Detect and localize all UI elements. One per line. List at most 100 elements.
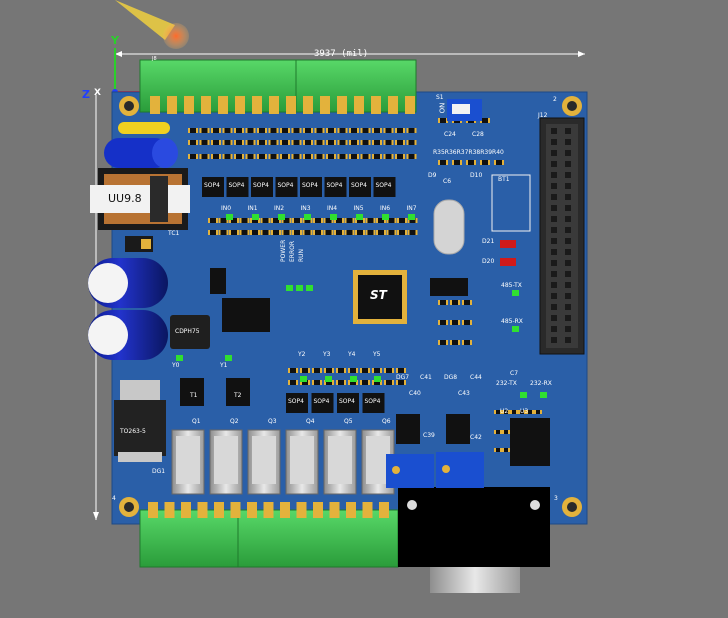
smd-pad (291, 128, 294, 133)
smd-pad (462, 320, 464, 325)
mcu-chip[interactable] (353, 270, 407, 324)
led-green (512, 326, 519, 332)
hole-label-3: 3 (554, 495, 558, 502)
smd-pad (281, 218, 284, 223)
header-pin (551, 128, 557, 134)
header-pin (565, 139, 571, 145)
axis-gizmo[interactable] (112, 48, 140, 95)
hole-label-4: 4 (112, 495, 116, 502)
potentiometers[interactable] (386, 452, 484, 488)
smd-resistor (386, 380, 392, 385)
smd-resistor (316, 154, 323, 159)
smd-pad (474, 160, 476, 165)
smd-pad (336, 368, 338, 373)
top-pin (167, 96, 177, 114)
smd-pad (392, 368, 394, 373)
smd-pad (349, 128, 351, 133)
smd-pad (407, 230, 410, 235)
smd-pad (406, 140, 409, 145)
smd-resistor (336, 230, 342, 235)
top-connector-pins (150, 96, 415, 114)
smd-pad (502, 410, 504, 414)
smd-resistor (536, 410, 540, 414)
header-j12[interactable] (539, 117, 585, 355)
capacitor-label: C24 (444, 131, 456, 138)
header-pin (551, 293, 557, 299)
header-pin (565, 282, 571, 288)
comm-label: 485-RX (501, 318, 523, 325)
smd-pad (311, 154, 313, 159)
smd-pad (348, 380, 350, 385)
led-green (520, 392, 527, 398)
smd-pad (229, 230, 231, 235)
header-pin (565, 205, 571, 211)
smd-pad (229, 218, 231, 223)
smd-pad (268, 128, 271, 133)
smd-resistor (409, 230, 416, 235)
sop4-label: SOP4 (228, 182, 245, 189)
bottom-terminal-connector[interactable] (139, 509, 399, 568)
bottom-pin (164, 502, 175, 518)
status-label: RUN (298, 248, 305, 262)
smd-resistor (362, 140, 369, 145)
smd-pad (342, 230, 344, 235)
smd-resistor (367, 218, 374, 223)
smd-pad (253, 140, 256, 145)
smd-resistor (305, 128, 311, 133)
smd-pad (234, 140, 236, 145)
smd-resistor (362, 128, 369, 133)
smd-pad (322, 140, 325, 145)
smd-pad (281, 230, 284, 235)
sop4-chip (349, 177, 371, 197)
smd-resistor (224, 140, 231, 145)
smd-pad (446, 340, 448, 345)
smd-pad (508, 430, 510, 434)
smd-pad (384, 368, 386, 373)
sop4-chip (226, 177, 249, 197)
header-pin (551, 172, 557, 178)
db9-connector[interactable] (398, 487, 550, 593)
x-axis-label: X (94, 88, 101, 98)
smd-pad (300, 380, 302, 385)
smd-resistor (385, 154, 392, 159)
smd-pad (540, 410, 542, 414)
smd-pad (326, 154, 328, 159)
battery-bt1-outline (491, 174, 531, 232)
output-label: Y0 (172, 362, 180, 369)
smd-pad (360, 154, 363, 159)
sop4-label: SOP4 (253, 182, 269, 189)
smd-resistor (378, 218, 384, 223)
smd-resistor (247, 154, 254, 159)
smd-pad (526, 410, 528, 414)
smd-pad (368, 140, 371, 145)
smd-resistor (252, 218, 258, 223)
crystal-oscillator (433, 199, 465, 255)
header-pin (551, 238, 557, 244)
smd-pad (289, 218, 292, 223)
dip-switch-s1[interactable] (447, 99, 482, 121)
smd-pad (323, 230, 326, 235)
smd-resistor (357, 218, 363, 223)
smd-pad (334, 154, 336, 159)
smd-pad (450, 340, 452, 345)
top-pin (303, 96, 313, 114)
smd-resistor (339, 154, 346, 159)
smd-pad (332, 368, 334, 373)
sop4-chip (300, 177, 322, 197)
smd-pad (345, 140, 348, 145)
transformer-label: T2 (234, 392, 242, 399)
smd-pad (360, 368, 362, 373)
top-pin (150, 96, 160, 114)
header-pin (565, 183, 571, 189)
input-label: IN1 (247, 205, 258, 212)
smd-resistor (270, 140, 277, 145)
smd-resistor (210, 230, 216, 235)
header-pin (565, 150, 571, 156)
smd-resistor (482, 118, 488, 123)
smd-resistor (290, 368, 296, 373)
smd-pad (508, 448, 510, 452)
smd-pad (372, 368, 374, 373)
led-red-d21 (500, 240, 516, 248)
smd-resistor (496, 448, 500, 452)
